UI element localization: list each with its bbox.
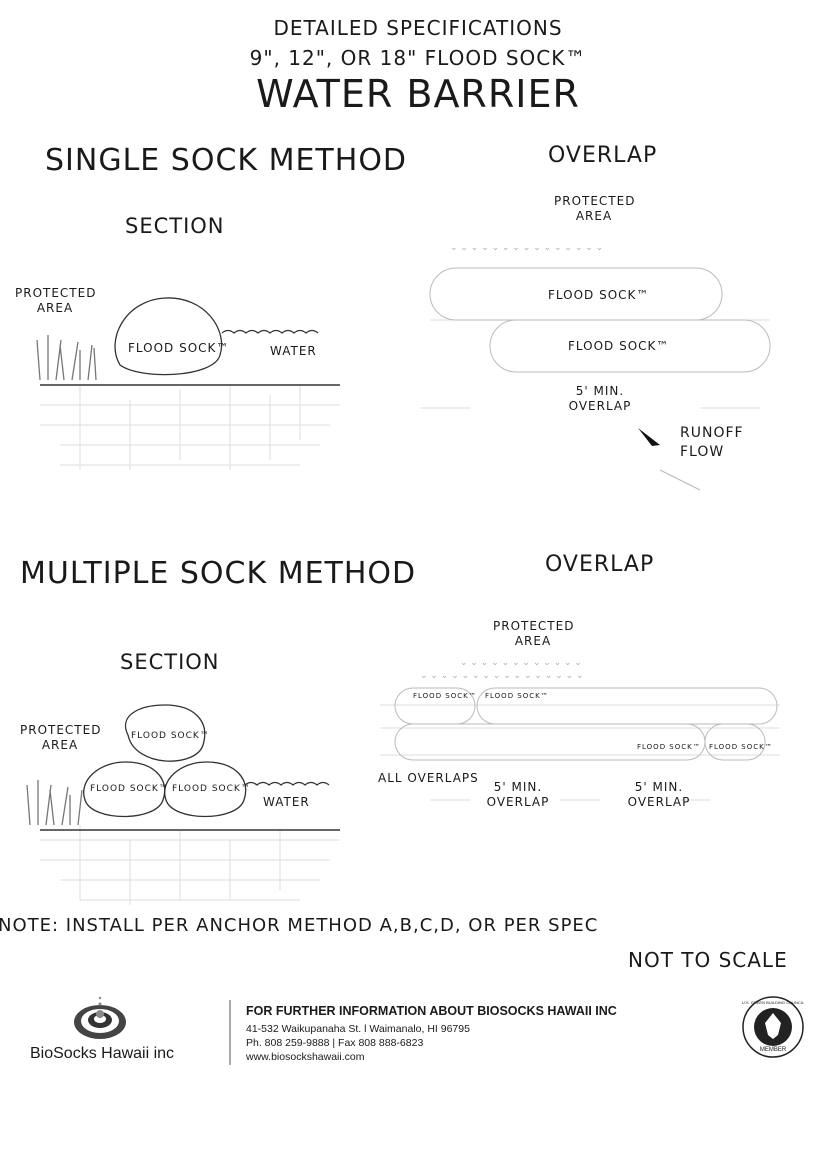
footer-heading: FOR FURTHER INFORMATION ABOUT BIOSOCKS H… bbox=[246, 1004, 617, 1018]
flood-sock-label: FLOOD SOCK™ bbox=[568, 339, 670, 353]
protected-label: PROTECTED bbox=[493, 619, 575, 633]
svg-text:⌄ ⌄ ⌄ ⌄ ⌄ ⌄ ⌄ ⌄ ⌄ ⌄ ⌄ ⌄: ⌄ ⌄ ⌄ ⌄ ⌄ ⌄ ⌄ ⌄ ⌄ ⌄ ⌄ ⌄ bbox=[460, 658, 582, 668]
header-line1: DETAILED SPECIFICATIONS bbox=[273, 16, 563, 40]
water-label: WATER bbox=[263, 795, 310, 809]
runoff-label: FLOW bbox=[680, 444, 725, 460]
page-title: WATER BARRIER bbox=[256, 72, 580, 116]
flood-sock-label: FLOOD SOCK™ bbox=[709, 743, 773, 751]
overlap-min-label: 5' MIN. bbox=[493, 780, 543, 794]
scale-note: NOT TO SCALE bbox=[628, 948, 788, 972]
protected-label: AREA bbox=[41, 738, 79, 752]
install-note: NOTE: INSTALL PER ANCHOR METHOD A,B,C,D,… bbox=[0, 915, 599, 936]
flood-sock-label: FLOOD SOCK™ bbox=[131, 731, 210, 741]
protected-label: PROTECTED bbox=[20, 723, 102, 737]
company-name: BioSocks Hawaii inc bbox=[30, 1045, 175, 1062]
protected-label: AREA bbox=[36, 301, 74, 315]
water-label: WATER bbox=[270, 344, 317, 358]
multiple-section-label: SECTION bbox=[120, 650, 220, 674]
footer-address: 41-532 Waikupanaha St. l Waimanalo, HI 9… bbox=[246, 1023, 470, 1035]
footer-website[interactable]: www.biosockshawaii.com bbox=[246, 1051, 365, 1063]
svg-text:⌄ ⌄ ⌄ ⌄ ⌄ ⌄ ⌄ ⌄ ⌄ ⌄ ⌄ ⌄ ⌄ ⌄ ⌄: ⌄ ⌄ ⌄ ⌄ ⌄ ⌄ ⌄ ⌄ ⌄ ⌄ ⌄ ⌄ ⌄ ⌄ ⌄ bbox=[450, 243, 603, 253]
overlap-min-label: OVERLAP bbox=[627, 795, 691, 809]
flood-sock-label: FLOOD SOCK™ bbox=[172, 784, 251, 794]
overlap-heading: OVERLAP bbox=[548, 143, 658, 168]
flood-sock-label: FLOOD SOCK™ bbox=[485, 692, 549, 700]
biosocks-logo bbox=[74, 996, 126, 1039]
multiple-heading: MULTIPLE SOCK METHOD bbox=[20, 556, 417, 591]
overlap-min-label: 5' MIN. bbox=[575, 384, 625, 398]
badge-member-text: MEMBER bbox=[759, 1047, 787, 1053]
overlap-min-label: 5' MIN. bbox=[634, 780, 684, 794]
overlap-heading: OVERLAP bbox=[545, 552, 655, 577]
all-overlaps-label: ALL OVERLAPS bbox=[378, 771, 479, 785]
runoff-label: RUNOFF bbox=[680, 425, 744, 441]
flood-sock-single bbox=[114, 297, 223, 376]
overlap-min-label: OVERLAP bbox=[486, 795, 550, 809]
flood-sock-label: FLOOD SOCK™ bbox=[548, 288, 650, 302]
svg-text:⌄ ⌄ ⌄ ⌄ ⌄ ⌄ ⌄ ⌄ ⌄ ⌄ ⌄ ⌄ ⌄ ⌄ ⌄: ⌄ ⌄ ⌄ ⌄ ⌄ ⌄ ⌄ ⌄ ⌄ ⌄ ⌄ ⌄ ⌄ ⌄ ⌄ ⌄ bbox=[420, 671, 584, 681]
single-section-label: SECTION bbox=[125, 214, 225, 238]
overlap-min-label: OVERLAP bbox=[568, 399, 632, 413]
runoff-arrow-icon bbox=[638, 428, 660, 446]
footer-phone: Ph. 808 259-9888 | Fax 808 888-6823 bbox=[246, 1037, 424, 1049]
protected-label: PROTECTED bbox=[15, 286, 97, 300]
protected-label: PROTECTED bbox=[554, 194, 636, 208]
single-heading: SINGLE SOCK METHOD bbox=[45, 143, 408, 178]
header-line2: 9", 12", OR 18" FLOOD SOCK™ bbox=[249, 46, 587, 70]
protected-label: AREA bbox=[514, 634, 552, 648]
badge-text: U.S. GREEN BUILDING COUNCIL bbox=[741, 1000, 805, 1005]
flood-sock-label: FLOOD SOCK™ bbox=[413, 692, 477, 700]
protected-label: AREA bbox=[575, 209, 613, 223]
flood-sock-label: FLOOD SOCK™ bbox=[128, 341, 230, 355]
flood-sock-label: FLOOD SOCK™ bbox=[637, 743, 701, 751]
flood-sock-label: FLOOD SOCK™ bbox=[90, 784, 169, 794]
usgbc-member-badge bbox=[742, 996, 804, 1058]
